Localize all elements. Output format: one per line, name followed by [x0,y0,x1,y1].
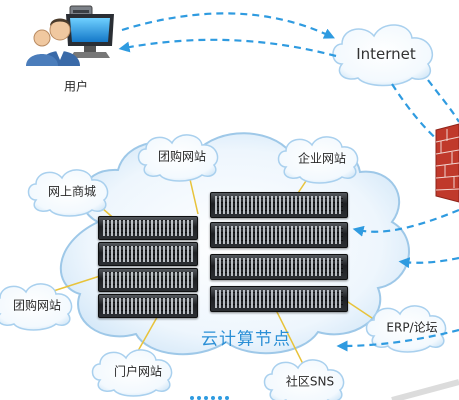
server-rack-left-2 [98,242,198,266]
portal-label: 门户网站 [113,364,163,379]
user-label: 用户 [63,79,89,94]
bottom-dots [190,396,229,400]
server-rack-right-2 [210,222,348,248]
enterprise-label: 企业网站 [297,151,347,166]
erp-label: ERP/论坛 [386,320,438,335]
server-rack-right-1 [210,192,348,218]
cloud-portal [91,349,173,397]
firewall-icon [435,123,459,203]
data-flow-arrows [118,12,459,352]
server-rack-left-4 [98,294,198,318]
cloud-social [263,359,345,400]
cloud-group-buy-top [137,134,219,182]
bottom-edge-line [391,379,459,400]
server-rack-right-4 [210,286,348,312]
cloud-erp [365,305,447,353]
site-clouds [0,134,447,400]
social-label: 社区SNS [285,374,335,389]
cloud-group-buy-left [0,283,73,331]
group-buy-left-label: 团购网站 [12,298,62,313]
server-rack-left-3 [98,268,198,292]
cloud-online-mall [27,169,109,217]
server-rack-left-1 [98,216,198,240]
computer-user-icon [26,5,114,66]
online-mall-label: 网上商城 [47,184,97,199]
internet-cloud [332,24,433,87]
cloud-node-title: 云计算节点 [201,329,291,350]
internet-label: Internet [356,45,416,63]
cloud-enterprise [277,136,359,184]
group-buy-top-label: 团购网站 [157,149,207,164]
server-rack-right-3 [210,254,348,280]
